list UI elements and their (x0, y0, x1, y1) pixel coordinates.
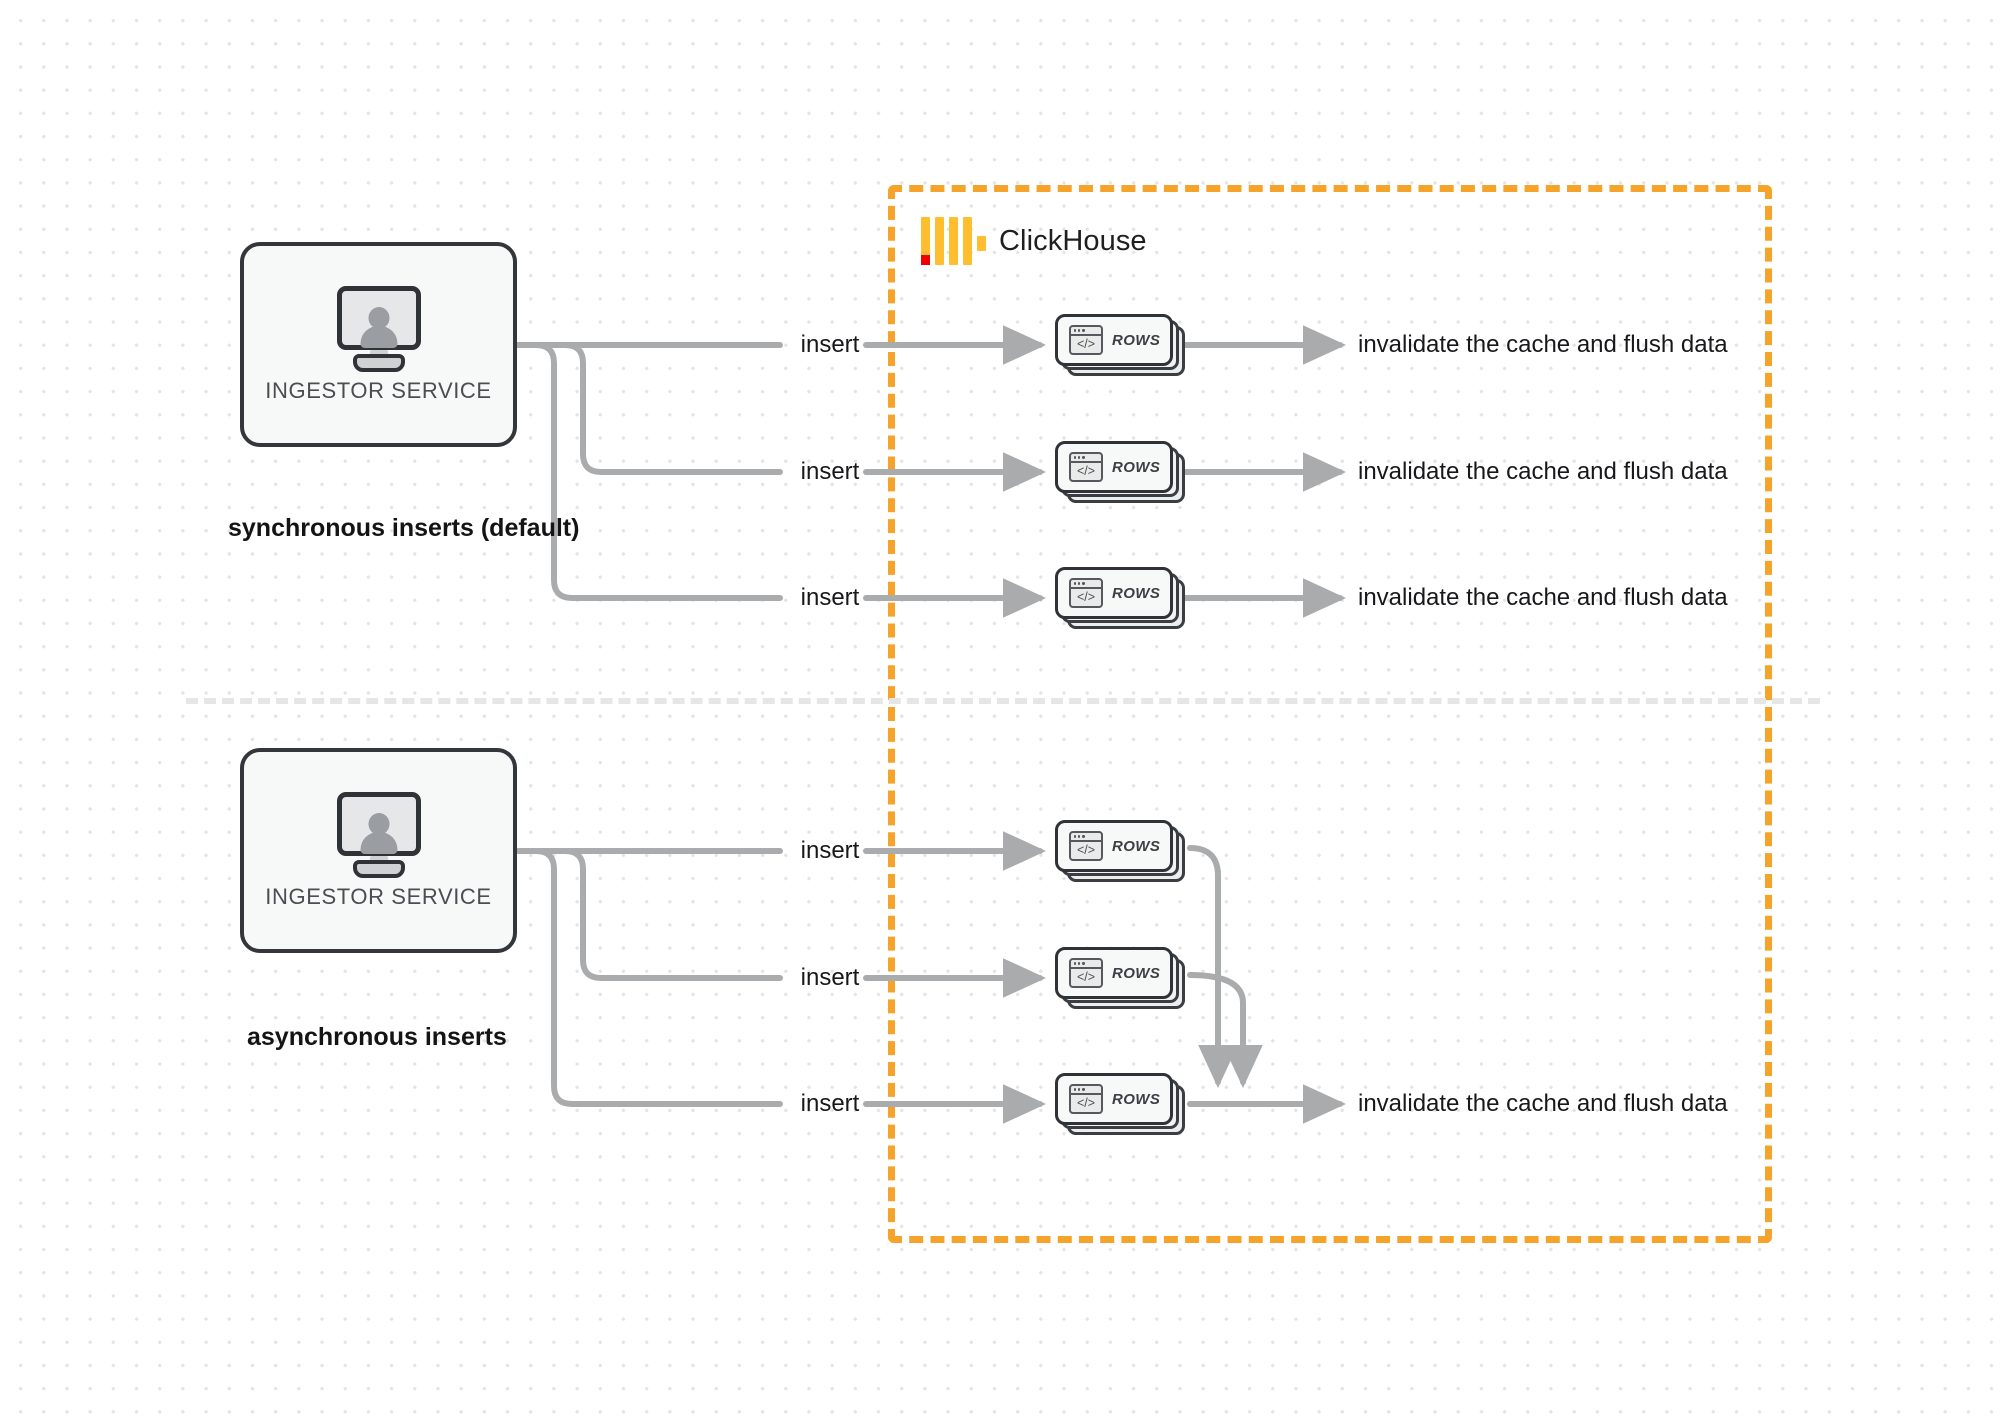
rows-node-label: ROWS (1112, 584, 1161, 602)
result-label-async-merged: invalidate the cache and flush data (1358, 1090, 1728, 1117)
result-label-sync-3: invalidate the cache and flush data (1358, 584, 1728, 611)
insert-label-sync-1: insert (800, 331, 860, 358)
rows-node-async-1[interactable]: </> ROWS (1055, 820, 1185, 882)
clickhouse-group-header: ClickHouse (921, 217, 1147, 265)
insert-label-async-3: insert (800, 1090, 860, 1117)
insert-label-sync-2: insert (800, 458, 860, 485)
monitor-user-icon (331, 285, 427, 372)
monitor-user-icon (331, 791, 427, 878)
code-window-icon: </> (1069, 831, 1103, 861)
edge-async-branch-row3 (533, 848, 783, 1107)
insert-label-async-1: insert (800, 837, 860, 864)
edge-sync-branch-row3 (533, 342, 783, 601)
section-caption-sync: synchronous inserts (default) (228, 514, 580, 542)
section-divider (186, 698, 1820, 704)
edge-async-branch-row2 (562, 848, 783, 981)
code-window-icon: </> (1069, 1084, 1103, 1114)
rows-node-label: ROWS (1112, 964, 1161, 982)
clickhouse-bars-logo-icon (921, 217, 986, 265)
clickhouse-group-label: ClickHouse (999, 224, 1147, 257)
insert-label-sync-3: insert (800, 584, 860, 611)
rows-node-sync-2[interactable]: </> ROWS (1055, 441, 1185, 503)
rows-node-sync-1[interactable]: </> ROWS (1055, 314, 1185, 376)
rows-node-async-3[interactable]: </> ROWS (1055, 1073, 1185, 1135)
clickhouse-group-boundary (888, 185, 1772, 1243)
code-window-icon: </> (1069, 958, 1103, 988)
rows-node-sync-3[interactable]: </> ROWS (1055, 567, 1185, 629)
rows-node-async-2[interactable]: </> ROWS (1055, 947, 1185, 1009)
result-label-sync-2: invalidate the cache and flush data (1358, 458, 1728, 485)
code-window-icon: </> (1069, 578, 1103, 608)
code-window-icon: </> (1069, 452, 1103, 482)
section-caption-async: asynchronous inserts (247, 1023, 507, 1051)
ingestor-service-node-async[interactable]: INGESTOR SERVICE (240, 748, 517, 953)
code-window-icon: </> (1069, 325, 1103, 355)
ingestor-service-node-sync[interactable]: INGESTOR SERVICE (240, 242, 517, 447)
insert-label-async-2: insert (800, 964, 860, 991)
rows-node-label: ROWS (1112, 837, 1161, 855)
rows-node-label: ROWS (1112, 1090, 1161, 1108)
rows-node-label: ROWS (1112, 331, 1161, 349)
ingestor-service-label-async: INGESTOR SERVICE (265, 883, 492, 909)
result-label-sync-1: invalidate the cache and flush data (1358, 331, 1728, 358)
ingestor-service-label-sync: INGESTOR SERVICE (265, 377, 492, 403)
rows-node-label: ROWS (1112, 458, 1161, 476)
edge-sync-branch-row2 (562, 342, 783, 475)
